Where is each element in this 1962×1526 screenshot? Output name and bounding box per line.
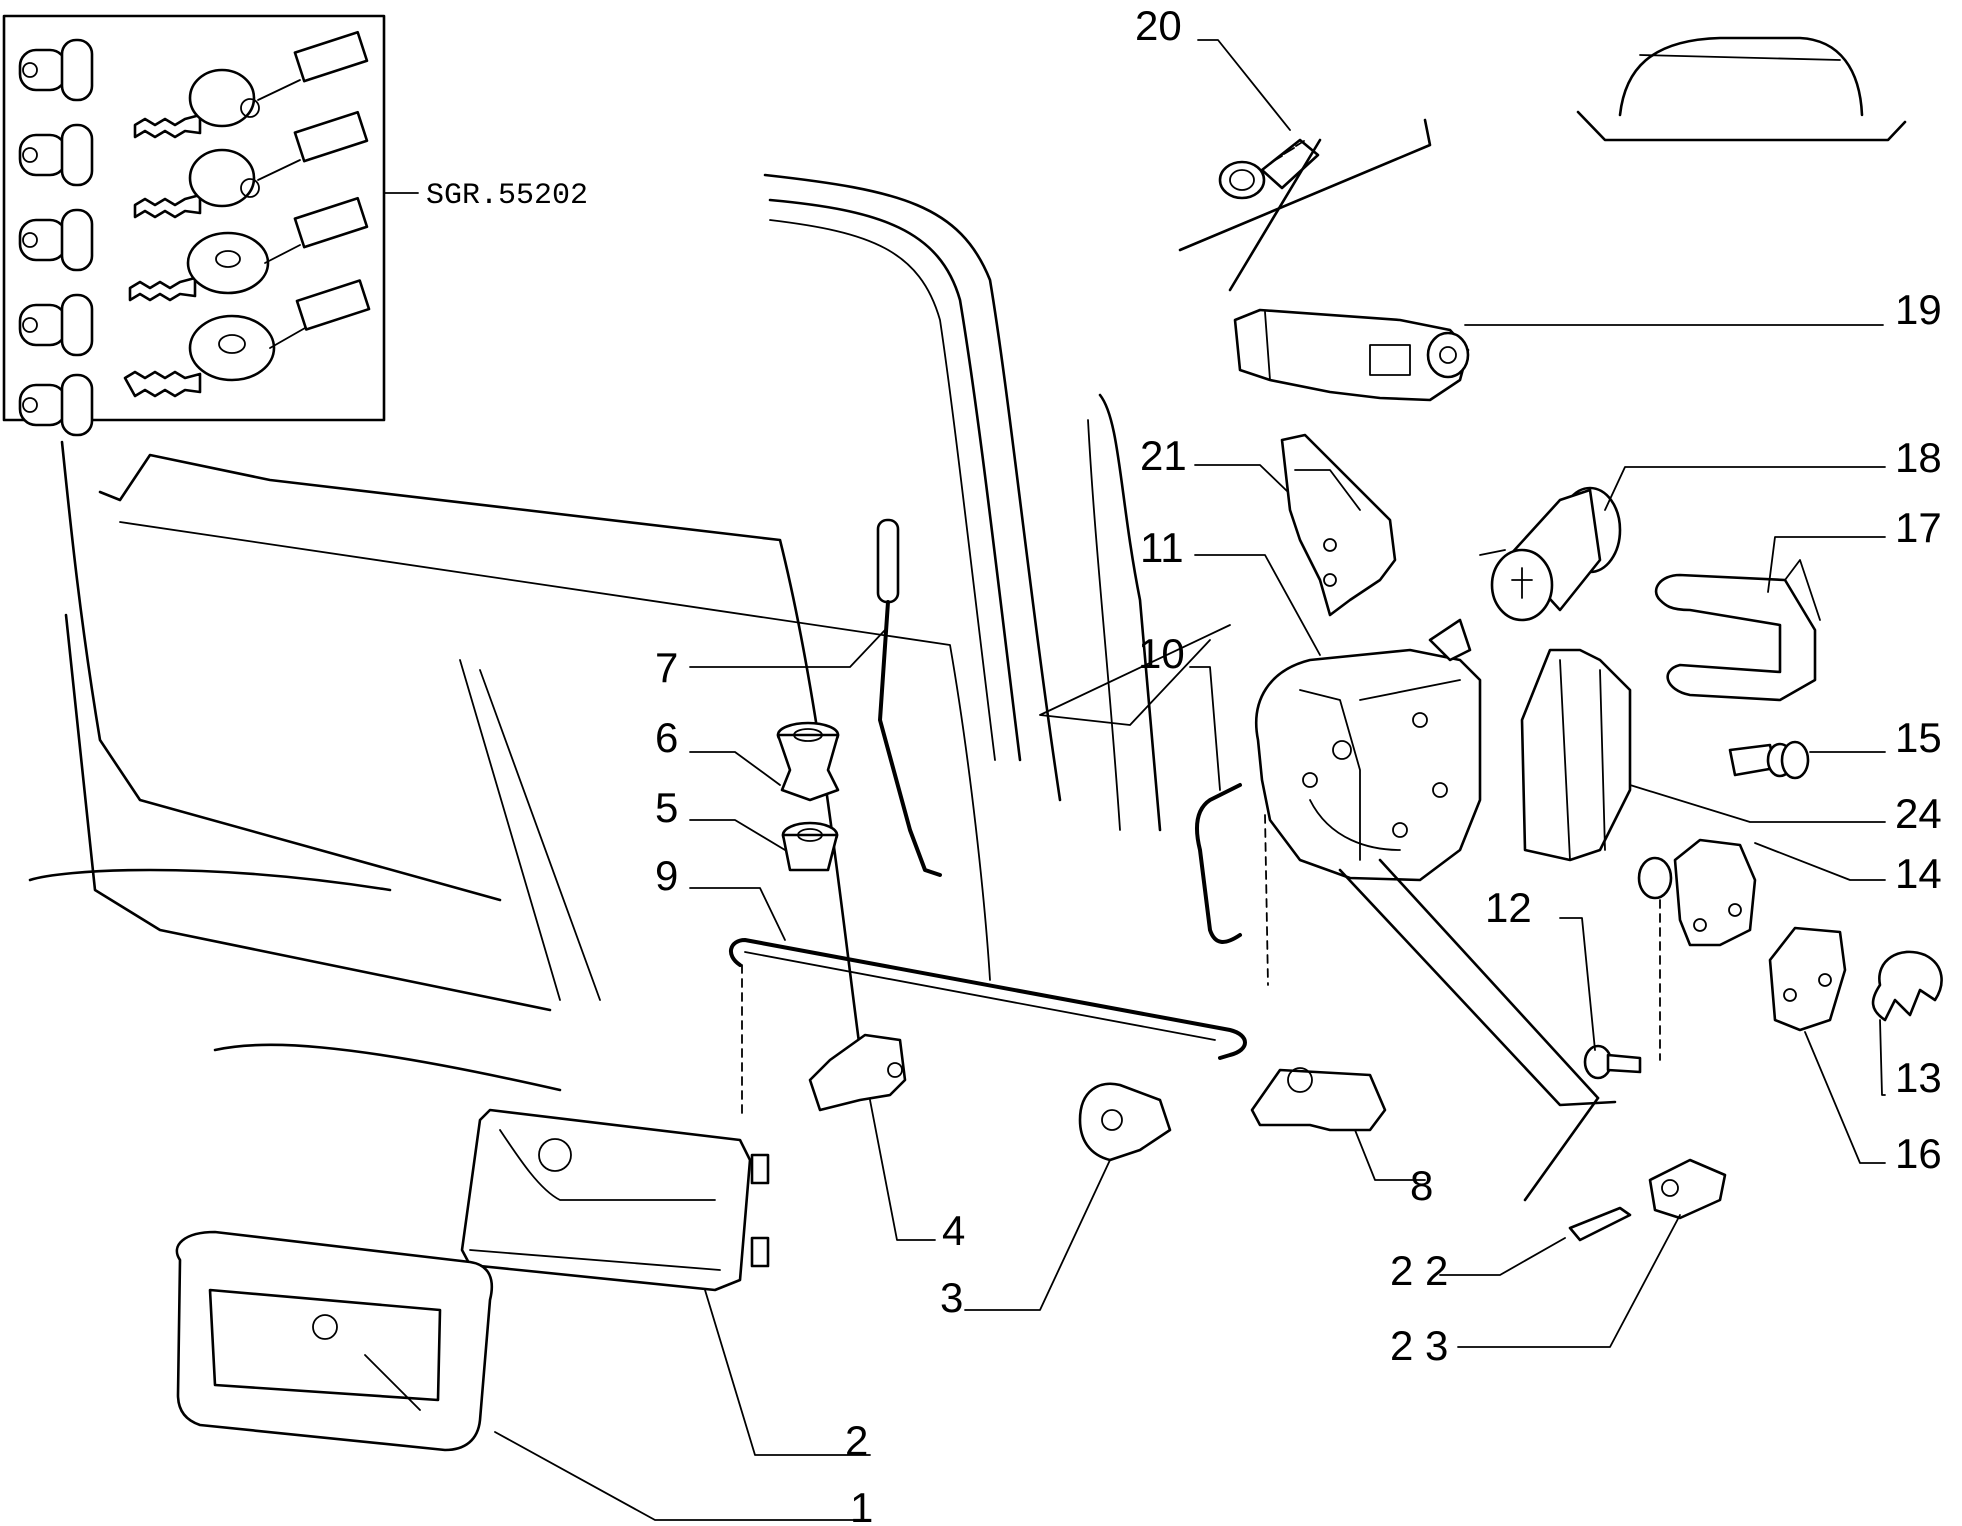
part-1-handle-bezel <box>175 1230 494 1452</box>
callout-5: 5 <box>655 784 678 831</box>
callout-12: 12 <box>1485 884 1532 931</box>
door-outline <box>28 173 1231 1092</box>
part-18-lock-cylinder <box>1479 486 1622 622</box>
callout-3: 3 <box>940 1274 963 1321</box>
part-23-connector <box>1648 1158 1727 1220</box>
callout-10: 10 <box>1138 630 1185 677</box>
part-12-screw <box>1583 1044 1642 1080</box>
callout-20: 20 <box>1135 2 1182 49</box>
callout-18: 18 <box>1895 434 1942 481</box>
part-9-connecting-rod <box>729 938 1247 1060</box>
key-set-inset: SGR.55202 <box>2 14 588 437</box>
part-13-spring-clip <box>1871 950 1943 1022</box>
callout-7: 7 <box>655 644 678 691</box>
callout-1: 1 <box>850 1484 873 1526</box>
part-21-bracket <box>1280 433 1397 617</box>
callout-leaders <box>494 39 1886 1521</box>
callout-11: 11 <box>1140 524 1184 571</box>
part-6-grommet <box>776 721 840 802</box>
part-15-screw <box>1728 740 1810 780</box>
callout-4: 4 <box>942 1207 965 1254</box>
roof-cover-outline <box>1178 36 1907 292</box>
part-4-rod-clip <box>808 1033 907 1112</box>
callout-14: 14 <box>1895 850 1942 897</box>
part-7-lock-rod <box>876 518 942 877</box>
callout-21: 21 <box>1140 432 1187 479</box>
part-20-bolt <box>1218 138 1320 200</box>
assembly-guide-lines <box>741 814 1661 1202</box>
callout-17: 17 <box>1895 504 1942 551</box>
callout-15: 15 <box>1895 714 1942 761</box>
callout-6: 6 <box>655 714 678 761</box>
part-8-bracket <box>1250 1067 1387 1132</box>
part-11-door-latch <box>1255 618 1482 882</box>
callout-2: 2 <box>845 1417 868 1464</box>
inset-reference-label: SGR.55202 <box>426 179 588 213</box>
callout-23: 2 3 <box>1390 1322 1448 1369</box>
lock-cylinder-icons <box>18 38 94 437</box>
part-10-bent-rod <box>1195 783 1242 944</box>
callout-9: 9 <box>655 852 678 899</box>
key-icons <box>123 30 371 398</box>
part-5-bushing <box>781 821 839 872</box>
part-17-retaining-clip <box>1654 559 1821 702</box>
callout-22: 2 2 <box>1390 1247 1448 1294</box>
part-14-cam-plate <box>1637 838 1757 947</box>
callout-24: 24 <box>1895 790 1942 837</box>
callout-8: 8 <box>1410 1162 1433 1209</box>
callout-13: 13 <box>1895 1054 1942 1101</box>
part-16-plate <box>1768 926 1847 1032</box>
callout-16: 16 <box>1895 1130 1942 1177</box>
part-2-inner-handle <box>460 1108 770 1292</box>
part-22-terminal <box>1568 1206 1632 1242</box>
part-24-trim-panel <box>1520 648 1632 862</box>
callout-numbers: 20 19 21 18 17 11 10 15 24 14 12 13 16 8… <box>655 2 1942 1526</box>
callout-19: 19 <box>1895 286 1942 333</box>
part-3-round-clip <box>1078 1082 1172 1162</box>
part-19-striker-plate <box>1233 308 1470 402</box>
